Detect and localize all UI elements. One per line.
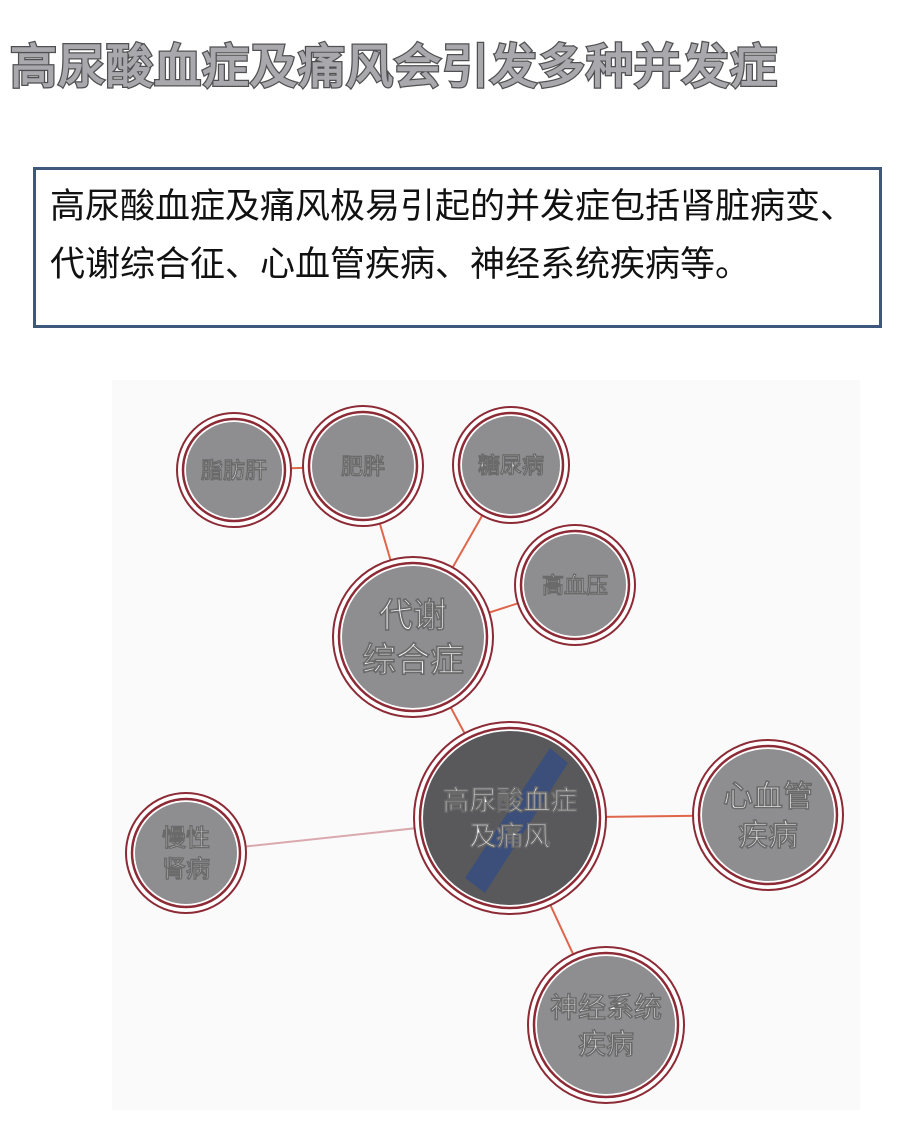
node-label: 高尿酸血症及痛风 — [443, 785, 578, 852]
summary-box: 高尿酸血症及痛风极易引起的并发症包括肾脏病变、代谢综合征、心血管疾病、神经系统疾… — [33, 167, 882, 328]
node-fill — [524, 534, 626, 636]
node-label: 脂肪肝 — [201, 458, 267, 484]
node-label: 高血压 — [542, 573, 608, 599]
page-title: 高尿酸血症及痛风会引发多种并发症 — [9, 39, 779, 97]
node-label: 代谢综合症 — [362, 596, 464, 680]
node-obesity: 肥胖 — [302, 405, 424, 527]
node-label: 心血管疾病 — [723, 779, 813, 853]
node-kidney: 慢性肾病 — [125, 792, 247, 914]
node-metabolic: 代谢综合症 — [332, 556, 494, 718]
summary-text: 高尿酸血症及痛风极易引起的并发症包括肾脏病变、代谢综合征、心血管疾病、神经系统疾… — [50, 187, 856, 285]
node-fill — [462, 416, 560, 514]
node-hypertension: 高血压 — [514, 524, 636, 646]
node-center: 高尿酸血症及痛风 — [413, 721, 607, 915]
node-label: 糖尿病 — [478, 453, 544, 479]
node-label: 肥胖 — [341, 454, 385, 480]
node-diabetes: 糖尿病 — [452, 406, 570, 524]
node-fill — [342, 566, 484, 708]
node-fill — [537, 956, 675, 1094]
node-neuro: 神经系统疾病 — [527, 946, 685, 1104]
node-fatty-liver: 脂肪肝 — [176, 412, 292, 528]
node-cardio: 心血管疾病 — [692, 739, 844, 891]
node-fill — [702, 749, 834, 881]
node-fill — [186, 422, 282, 518]
node-fill — [312, 415, 414, 517]
node-label: 慢性肾病 — [162, 824, 210, 883]
joint-icon — [465, 748, 568, 893]
node-fill — [135, 802, 237, 904]
node-label: 神经系统疾病 — [550, 991, 662, 1060]
